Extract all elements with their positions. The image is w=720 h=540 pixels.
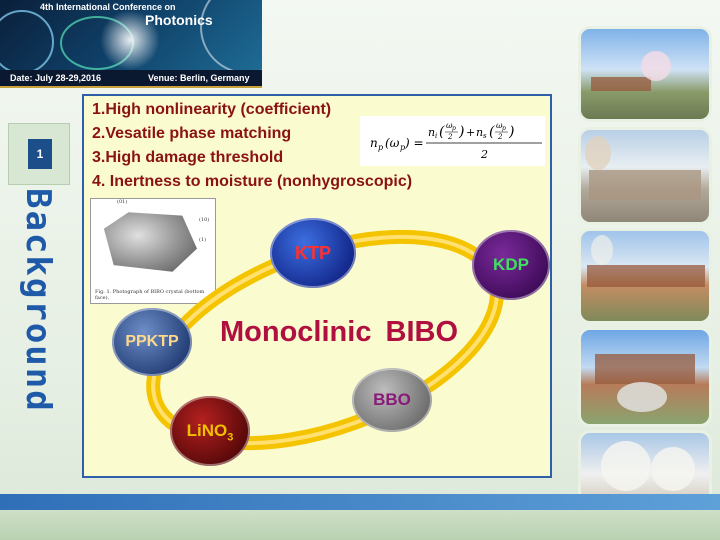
svg-text:p: p — [400, 143, 405, 152]
svg-text:(: ( — [489, 124, 495, 140]
building-shape — [595, 354, 695, 384]
svg-text:p: p — [378, 143, 383, 152]
svg-text:n: n — [476, 126, 483, 139]
slide-number: 1 — [28, 139, 52, 169]
svg-text:2: 2 — [497, 133, 503, 141]
crystal-image — [103, 212, 197, 272]
svg-text:(ω: (ω — [385, 136, 400, 150]
property-item: 3.High damage threshold — [92, 149, 284, 166]
banner-info-bar: Date: July 28-29,2016 Venue: Berlin, Ger… — [0, 70, 262, 86]
banner-glow-decoration — [100, 10, 160, 70]
svg-text:): ) — [458, 124, 464, 140]
footer-band — [0, 510, 720, 540]
svg-text:ω: ω — [496, 121, 503, 130]
campus-photo — [578, 327, 712, 427]
building-shape — [587, 265, 705, 287]
crystal-lino3-bubble: LiNO3 — [170, 396, 250, 466]
campus-photo — [578, 127, 712, 225]
slide-number-box: 1 — [8, 123, 70, 185]
campus-photo — [578, 228, 712, 324]
property-item: 2.Vesatile phase matching — [92, 125, 292, 142]
svg-text:+: + — [466, 126, 475, 139]
property-item: 4. Inertness to moisture (nonhygroscopic… — [92, 173, 413, 190]
crystal-label: KDP — [493, 255, 529, 274]
svg-text:2: 2 — [480, 148, 488, 161]
tree-shape — [585, 136, 611, 170]
property-list: 1.High nonlinearity (coefficient) 2.Vesa… — [92, 98, 412, 194]
conference-venue: Venue: Berlin, Germany — [148, 73, 250, 83]
tree-shape — [641, 51, 671, 81]
refractive-index-formula: n p (ω p ) = n i ( ω p 2 ) + n s ( ω p 2… — [360, 116, 545, 166]
svg-text:n: n — [428, 126, 435, 139]
svg-text:n: n — [370, 136, 378, 150]
svg-text:ω: ω — [446, 121, 453, 130]
tree-shape — [591, 235, 613, 265]
campus-photo — [578, 26, 712, 122]
svg-text:i: i — [435, 132, 437, 140]
banner-headline: 4th International Conference on — [40, 2, 176, 12]
center-crystal-label: Monoclinic BIBO — [220, 316, 458, 348]
svg-text:): ) — [508, 124, 514, 140]
svg-text:s: s — [483, 132, 487, 140]
tree-shape — [651, 447, 695, 491]
property-item: 1.High nonlinearity (coefficient) — [92, 101, 332, 118]
conference-date: Date: July 28-29,2016 — [10, 73, 102, 83]
crystal-label: LiNO — [186, 421, 228, 440]
footer-bar — [0, 494, 720, 510]
axis-tick-label: (10) — [199, 217, 210, 223]
crystal-ppktp-bubble: PPKTP — [112, 308, 192, 376]
photo-caption: Fig. 1. Photograph of BIBO crystal (bott… — [95, 289, 205, 301]
svg-text:p: p — [502, 125, 506, 132]
banner-title: Photonics — [145, 12, 213, 28]
svg-text:p: p — [452, 125, 456, 132]
conference-banner: 4th International Conference on Photonic… — [0, 0, 262, 88]
crystal-kdp-bubble: KDP — [472, 230, 550, 300]
axis-tick-label: (01) — [117, 199, 128, 205]
building-shape — [589, 170, 701, 200]
crystal-label: KTP — [295, 243, 331, 263]
crystal-label-subscript: 3 — [227, 431, 234, 444]
svg-text:2: 2 — [447, 133, 453, 141]
crystal-ktp-bubble: KTP — [270, 218, 356, 288]
axis-tick-label: (1) — [199, 237, 207, 243]
section-heading: Background — [18, 188, 58, 413]
building-shape — [591, 77, 651, 91]
crystal-bbo-bubble: BBO — [352, 368, 432, 432]
svg-text:(: ( — [439, 124, 445, 140]
rock-shape — [617, 382, 667, 412]
svg-text:) =: ) = — [404, 136, 424, 150]
crystal-label: BBO — [373, 390, 411, 409]
tree-shape — [601, 441, 651, 491]
formula-graphic: n p (ω p ) = n i ( ω p 2 ) + n s ( ω p 2… — [370, 121, 542, 161]
bibo-crystal-photo: (01) (10) (1) Fig. 1. Photograph of BIBO… — [90, 198, 216, 304]
crystal-label: PPKTP — [125, 333, 179, 350]
